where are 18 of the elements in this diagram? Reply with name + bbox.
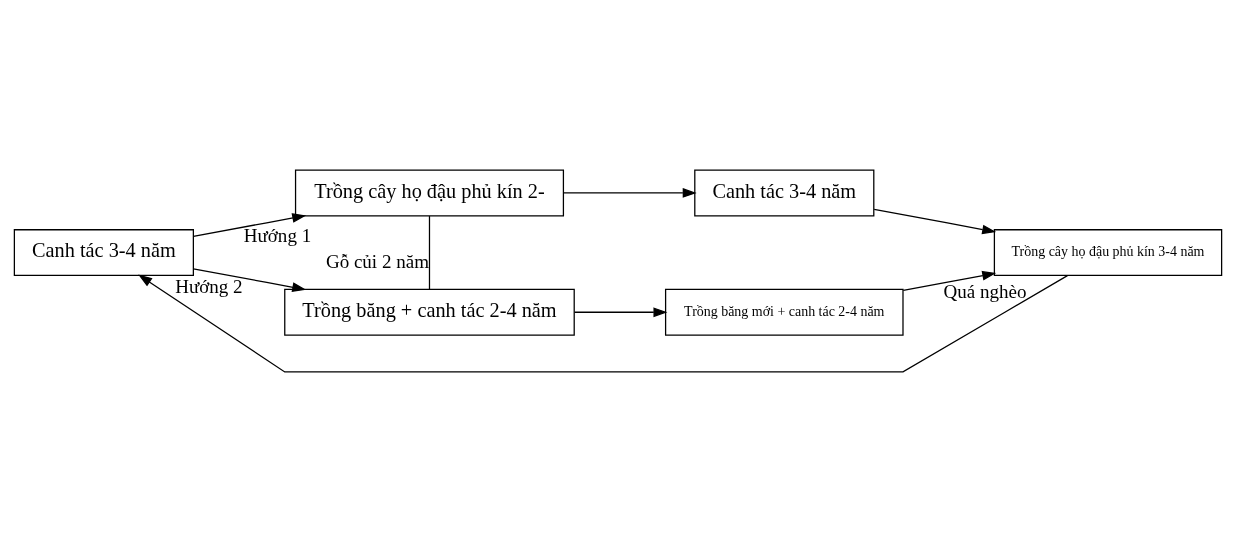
arrow bbox=[562, 187, 697, 198]
arrow bbox=[873, 208, 997, 234]
arrow bbox=[192, 267, 307, 292]
node-box: Trồng cây họ đậu phủ kín 2- bbox=[294, 168, 565, 216]
edge-label: Quá nghèo bbox=[943, 280, 1027, 302]
arrow bbox=[902, 270, 997, 291]
arrow bbox=[192, 212, 307, 237]
edge-label: Hướng 2 bbox=[175, 275, 243, 297]
connector bbox=[428, 214, 431, 290]
arrow bbox=[138, 274, 1069, 373]
arrow bbox=[573, 306, 668, 317]
node-box: Trồng băng + canh tác 2-4 năm bbox=[284, 288, 575, 336]
node-box: Trồng cây họ đậu phủ kín 3-4 năm bbox=[993, 228, 1223, 276]
node-box: Canh tác 3-4 năm bbox=[13, 228, 194, 276]
node-box: Canh tác 3-4 năm bbox=[694, 168, 875, 216]
edge-label: Gỗ củi 2 năm bbox=[325, 250, 429, 272]
edge-label: Hướng 1 bbox=[243, 224, 312, 246]
node-box: Trồng băng mới + canh tác 2-4 năm bbox=[664, 288, 904, 336]
